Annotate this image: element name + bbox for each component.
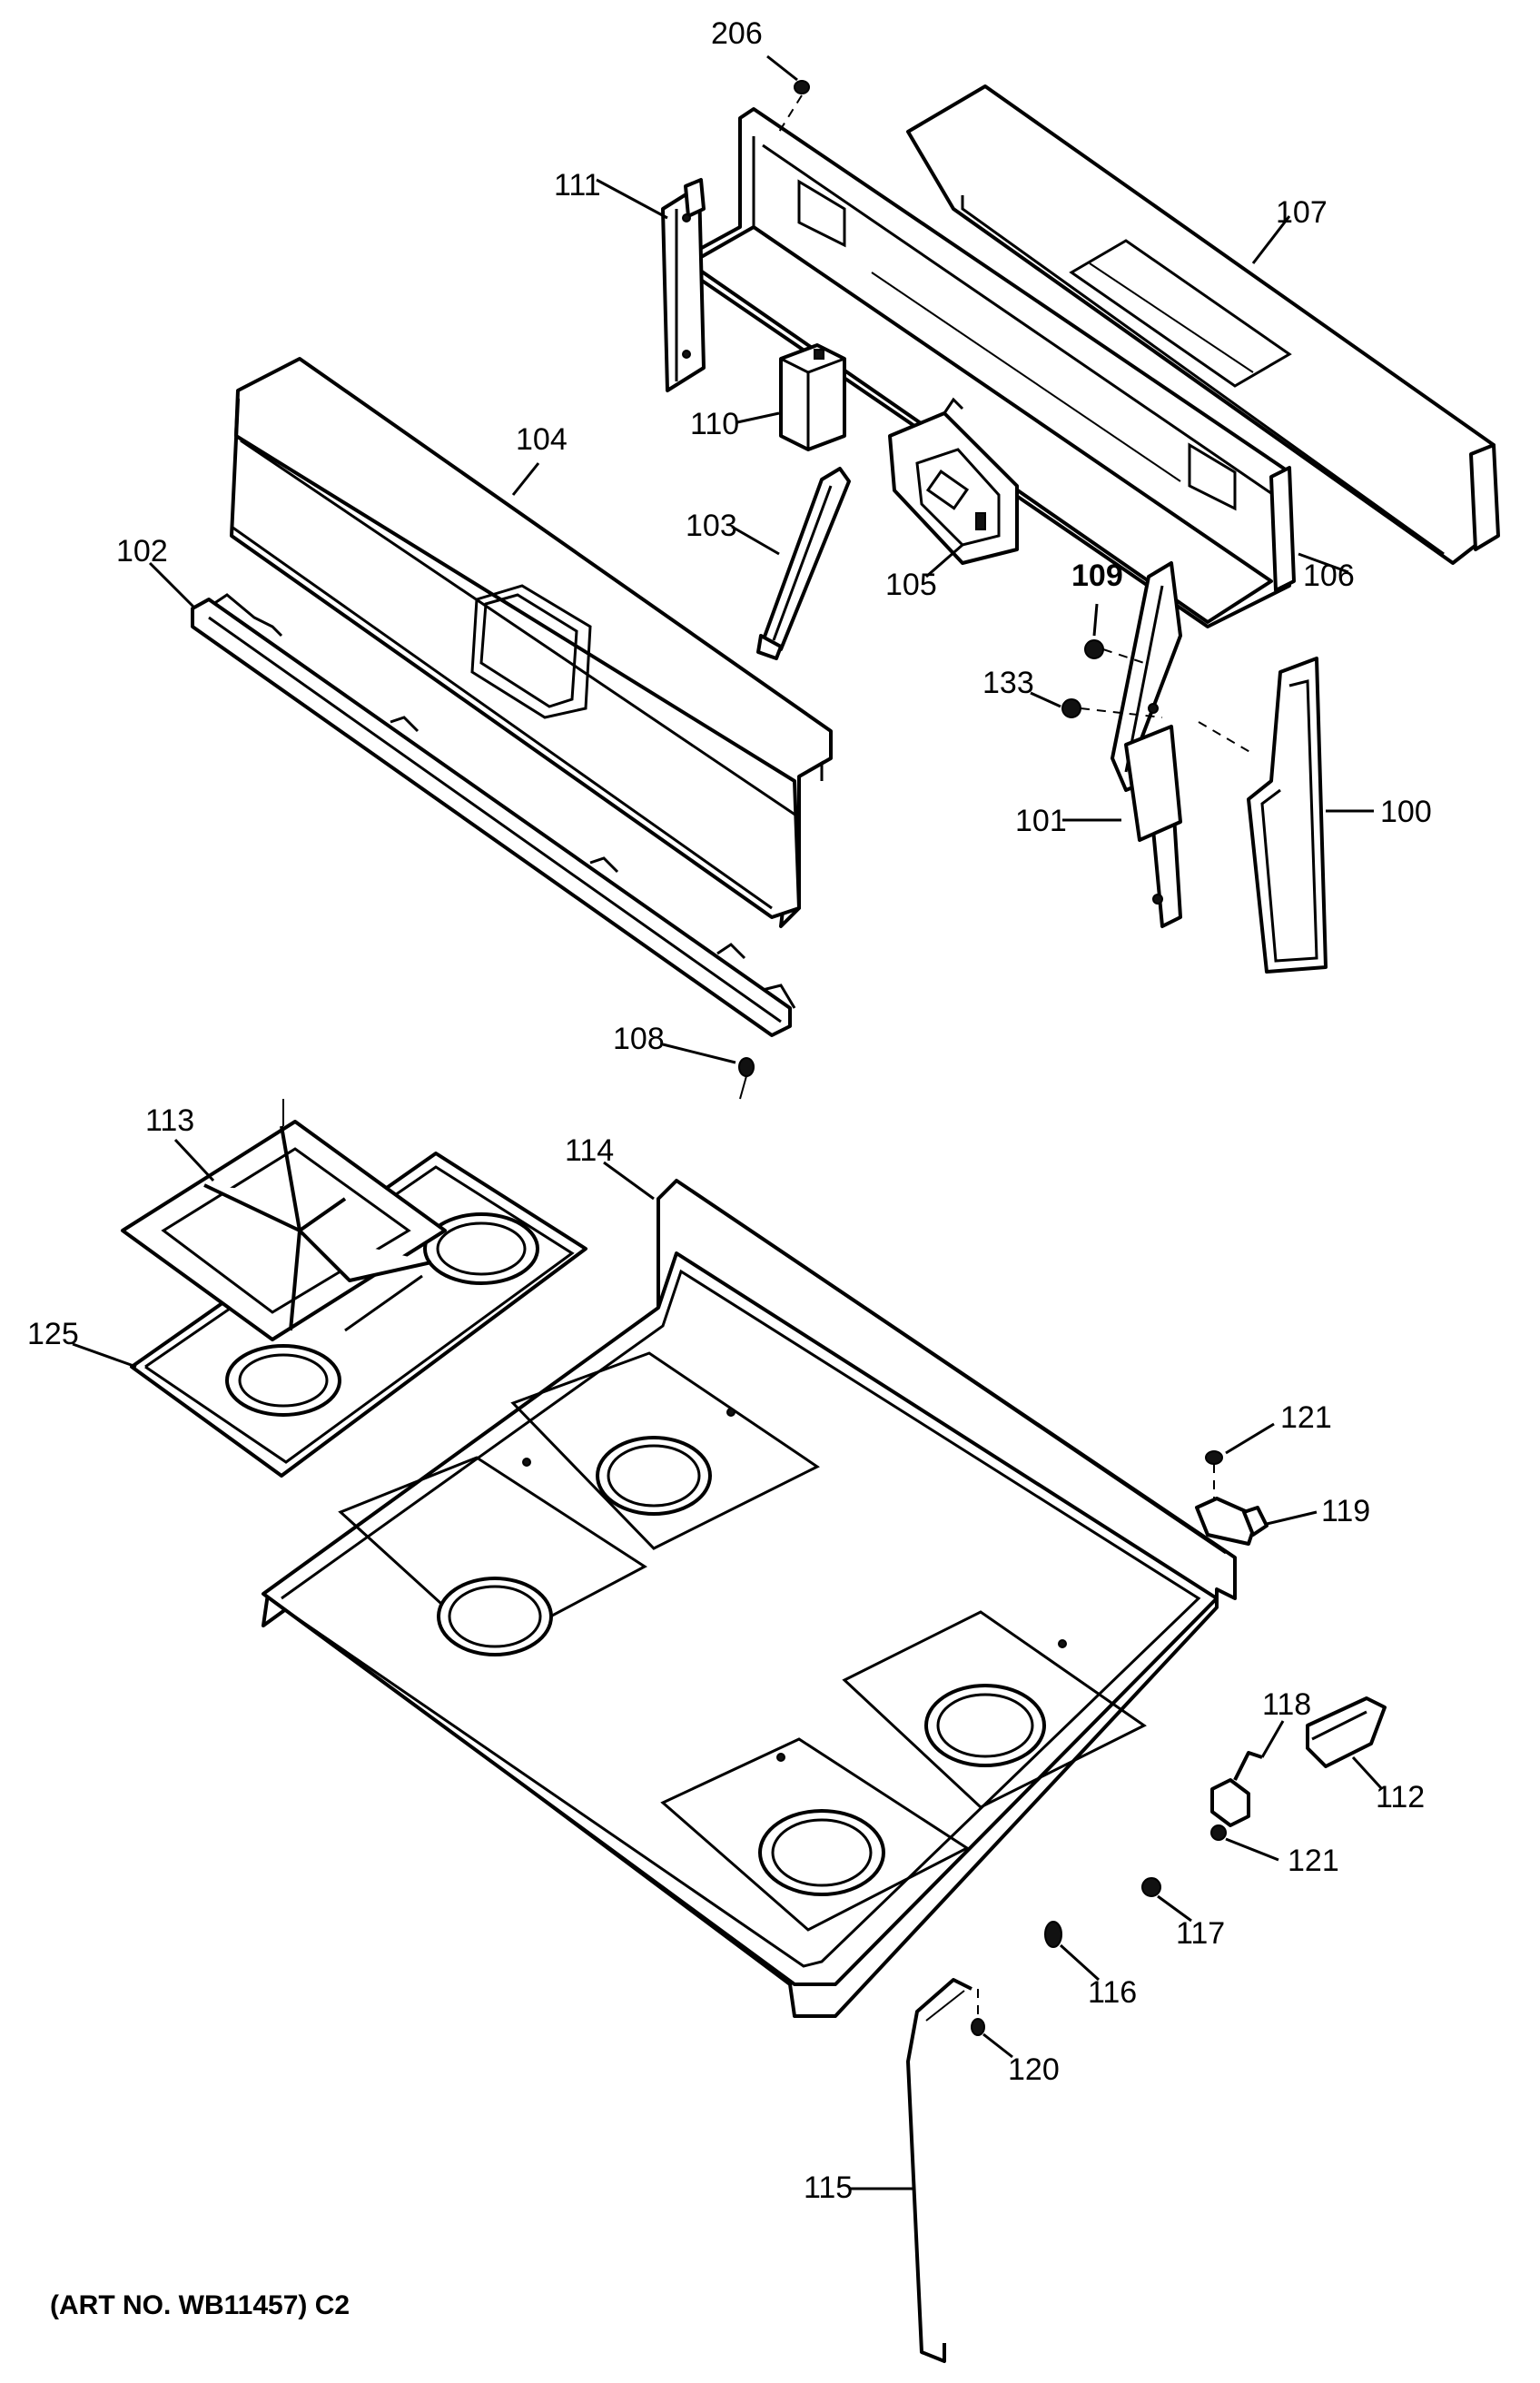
callout-112: 112 (1376, 1780, 1425, 1814)
part-103-support-arm (756, 467, 851, 660)
callout-113: 113 (145, 1103, 194, 1138)
callout-206: 206 (711, 16, 763, 51)
callout-109: 109 (1071, 559, 1123, 593)
callout-121-upper: 121 (1280, 1400, 1332, 1435)
callout-101: 101 (1015, 804, 1067, 838)
callout-115: 115 (804, 2170, 853, 2205)
callout-100: 100 (1380, 795, 1432, 829)
part-112-bracket (1306, 1696, 1387, 1768)
callout-107: 107 (1276, 195, 1328, 230)
part-133-nut (1061, 698, 1163, 718)
callout-116: 116 (1088, 1975, 1137, 2010)
callout-108: 108 (613, 1022, 665, 1056)
part-113-grate (121, 1099, 447, 1341)
callout-120: 120 (1008, 2052, 1060, 2087)
part-119-bracket (1195, 1497, 1269, 1546)
callout-102: 102 (116, 534, 168, 569)
part-107-top-trim (906, 84, 1500, 565)
part-121-screw-upper (1205, 1450, 1223, 1498)
part-118-bracket (1210, 1751, 1263, 1827)
callout-117: 117 (1176, 1916, 1225, 1951)
callout-111: 111 (554, 168, 601, 203)
part-206-screw (775, 80, 810, 137)
part-117-nut (1141, 1877, 1161, 1897)
callout-118: 118 (1262, 1687, 1311, 1722)
callout-119: 119 (1321, 1494, 1370, 1528)
part-114-cooktop (262, 1179, 1237, 2018)
part-125-cooktop-section (130, 1152, 587, 1478)
part-116-fastener (1044, 1921, 1062, 1948)
part-101-side-bracket (1111, 561, 1182, 928)
callout-114: 114 (565, 1133, 614, 1168)
callout-106: 106 (1303, 559, 1355, 593)
part-105-electronic-control (888, 397, 1019, 565)
callout-110: 110 (690, 407, 739, 441)
part-111-side-bracket (661, 178, 706, 392)
part-104-control-panel (230, 357, 833, 928)
art-number-caption: (ART NO. WB11457) C2 (50, 2290, 350, 2320)
part-108-screw (738, 1057, 755, 1100)
part-109-nut (1084, 639, 1145, 664)
callout-104: 104 (516, 422, 568, 457)
callout-125: 125 (27, 1317, 79, 1351)
callout-105: 105 (885, 568, 937, 602)
part-102-lower-trim (191, 593, 796, 1037)
callout-133: 133 (982, 666, 1034, 700)
part-110-relay-box (779, 343, 846, 451)
callout-103: 103 (686, 509, 737, 543)
callout-121-lower: 121 (1288, 1844, 1339, 1878)
part-115-rod (906, 1978, 972, 2363)
part-106-backsplash-channel (688, 107, 1296, 628)
leader-lines (72, 54, 1384, 2190)
part-121-screw-lower (1210, 1824, 1227, 1841)
part-100-end-cap (1198, 657, 1328, 974)
part-120-screw (971, 1989, 985, 2036)
